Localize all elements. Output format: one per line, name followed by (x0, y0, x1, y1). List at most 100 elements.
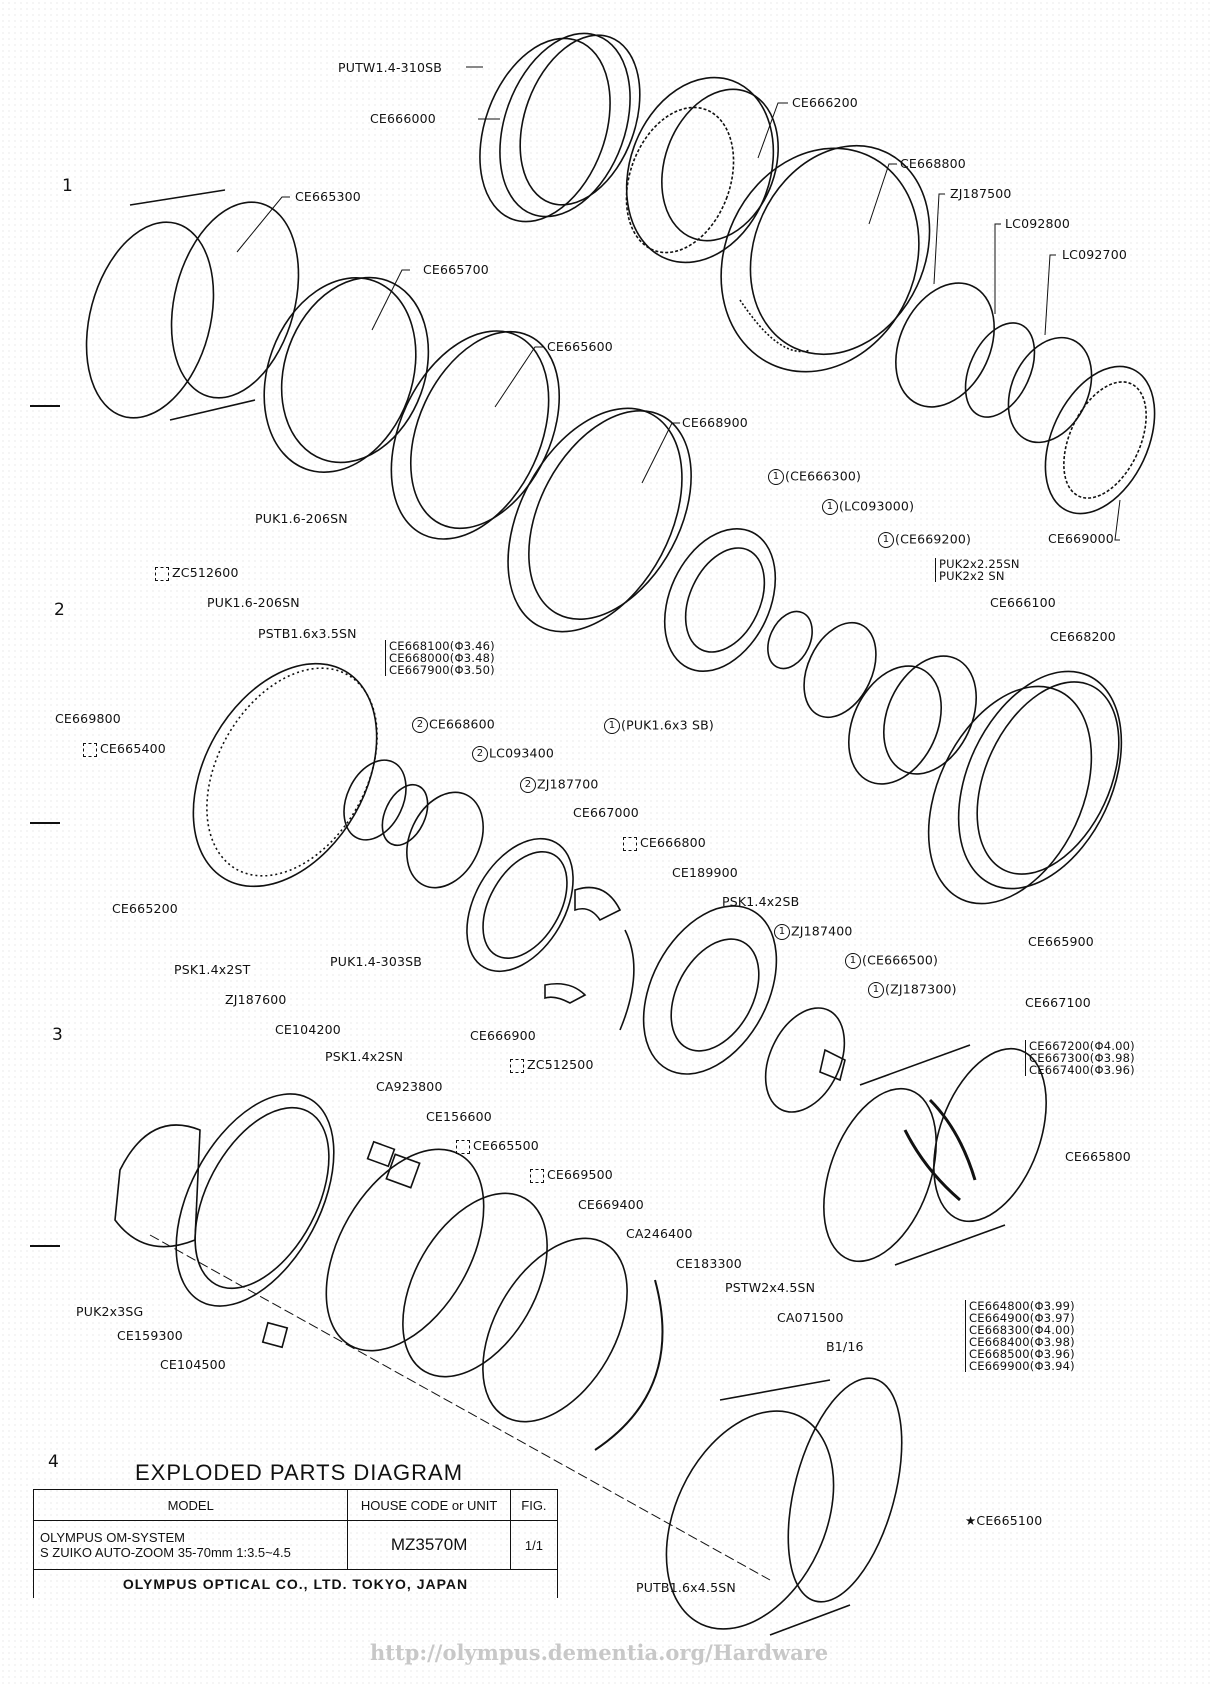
group-mark-icon: 1 (878, 532, 894, 548)
ring-ce666200 (625, 76, 779, 264)
label-ce665500: CE665500 (456, 1139, 539, 1154)
ring-ce668800 (720, 144, 931, 373)
label-ce665300: CE665300 (295, 189, 361, 204)
label-puk16x3sb: 1(PUK1.6x3 SB) (604, 718, 714, 734)
label-ce665700: CE665700 (423, 262, 489, 277)
label-lc093000: 1(LC093000) (822, 499, 914, 515)
label-puk2x3sg: PUK2x3SG (76, 1304, 144, 1319)
label-psk14x2st: PSK1.4x2ST (174, 962, 251, 977)
margin-tick (30, 822, 60, 824)
section-number-1: 1 (62, 176, 73, 196)
label-ce104200: CE104200 (275, 1022, 341, 1037)
assembly-mark-icon (623, 836, 637, 851)
label-zc512500: ZC512500 (510, 1058, 594, 1073)
label-ce104500: CE104500 (160, 1357, 226, 1372)
label-ce665600: CE665600 (547, 339, 613, 354)
label-puk14-303sb: PUK1.4-303SB (330, 954, 423, 969)
label-ce664x-shims: CE664800(Φ3.99)CE664900(Φ3.97)CE668300(Φ… (965, 1300, 1075, 1372)
label-zj187500: ZJ187500 (950, 186, 1012, 201)
label-ce668200: CE668200 (1050, 629, 1116, 644)
fig-header: FIG. (509, 1489, 559, 1521)
section-number-2: 2 (54, 600, 65, 620)
label-lc092700: LC092700 (1062, 247, 1128, 262)
margin-tick (30, 1245, 60, 1247)
group-mark-icon: 1 (822, 499, 838, 515)
label-ca071500: CA071500 (777, 1310, 844, 1325)
label-ce667100: CE667100 (1025, 995, 1091, 1010)
title-block: MODEL HOUSE CODE or UNIT FIG. OLYMPUS OM… (32, 1489, 559, 1598)
label-ce668x-shims: CE668100(Φ3.46)CE668000(Φ3.48)CE667900(Φ… (385, 640, 495, 676)
label-ce668900: CE668900 (682, 415, 748, 430)
label-ce668800: CE668800 (900, 156, 966, 171)
assembly-mark-icon (83, 742, 97, 757)
label-ce156600: CE156600 (426, 1109, 492, 1124)
label-ce6672-shims: CE667200(Φ4.00)CE667300(Φ3.98)CE667400(Φ… (1025, 1040, 1135, 1076)
group-mark-icon: 2 (412, 717, 428, 733)
label-ce665900: CE665900 (1028, 934, 1094, 949)
label-ce666800: CE666800 (623, 836, 706, 851)
label-putb16x45sn: PUTB1.6x4.5SN (636, 1580, 736, 1595)
assembly-mark-icon (530, 1168, 544, 1183)
label-ce159300: CE159300 (117, 1328, 183, 1343)
label-zc512600: ZC512600 (155, 566, 239, 581)
label-ca246400: CA246400 (626, 1226, 693, 1241)
label-ce667000: CE667000 (573, 805, 639, 820)
assembly-mark-icon (510, 1058, 524, 1073)
manufacturer: OLYMPUS OPTICAL CO., LTD. TOKYO, JAPAN (33, 1569, 558, 1598)
star-icon: ★ (965, 1513, 977, 1528)
model-header: MODEL (32, 1489, 349, 1521)
label-zj187300: 1(ZJ187300) (868, 982, 957, 998)
assembly-mark-icon (456, 1139, 470, 1154)
section-number-4: 4 (48, 1452, 59, 1472)
house-code-header: HOUSE CODE or UNIT (347, 1489, 511, 1521)
label-ce189900: CE189900 (672, 865, 738, 880)
label-ce669800: CE669800 (55, 711, 121, 726)
group-mark-icon: 1 (868, 982, 884, 998)
label-ce669500: CE669500 (530, 1168, 613, 1183)
model-line-2: S ZUIKO AUTO-ZOOM 35-70mm 1:3.5~4.5 (40, 1545, 291, 1560)
label-ce665800: CE665800 (1065, 1149, 1131, 1164)
label-ca923800: CA923800 (376, 1079, 443, 1094)
label-pstb16x35sn: PSTB1.6x3.5SN (258, 626, 357, 641)
diagram-title: EXPLODED PARTS DIAGRAM (135, 1460, 464, 1485)
label-ce665200: CE665200 (112, 901, 178, 916)
label-zj187600: ZJ187600 (225, 992, 287, 1007)
label-ce669000: CE669000 (1048, 531, 1114, 546)
group-mark-icon: 1 (845, 953, 861, 969)
label-puk16-206sn-b: PUK1.6-206SN (207, 595, 300, 610)
label-ce666100: CE666100 (990, 595, 1056, 610)
label-psk14x2sn: PSK1.4x2SN (325, 1049, 404, 1064)
label-ce183300: CE183300 (676, 1256, 742, 1271)
watermark-url: http://olympus.dementia.org/Hardware (370, 1640, 829, 1665)
house-code: MZ3570M (347, 1520, 511, 1570)
model-cell: OLYMPUS OM-SYSTEM S ZUIKO AUTO-ZOOM 35-7… (32, 1520, 349, 1570)
label-puk16-206sn: PUK1.6-206SN (255, 511, 348, 526)
label-pstw2x45sn: PSTW2x4.5SN (725, 1280, 816, 1295)
label-ce669400: CE669400 (578, 1197, 644, 1212)
label-ce669200: 1(CE669200) (878, 532, 971, 548)
assembly-mark-icon (155, 566, 169, 581)
label-ce666200: CE666200 (792, 95, 858, 110)
model-line-1: OLYMPUS OM-SYSTEM (40, 1530, 185, 1545)
label-lc092800: LC092800 (1005, 216, 1071, 231)
label-ce666900: CE666900 (470, 1028, 536, 1043)
group-mark-icon: 1 (604, 718, 620, 734)
margin-tick (30, 405, 60, 407)
label-ce666000: CE666000 (370, 111, 436, 126)
fig-number: 1/1 (509, 1520, 559, 1570)
section-number-3: 3 (52, 1025, 63, 1045)
group-mark-icon: 2 (472, 746, 488, 762)
group-mark-icon: 1 (774, 924, 790, 940)
label-putw14-310sb: PUTW1.4-310SB (338, 60, 443, 75)
barrel-ce665300 (85, 189, 300, 421)
label-ce666500: 1(CE666500) (845, 953, 938, 969)
label-ce665100: ★CE665100 (965, 1513, 1043, 1528)
label-b116: B1/16 (826, 1339, 864, 1354)
ring-ce666000 (479, 32, 641, 223)
